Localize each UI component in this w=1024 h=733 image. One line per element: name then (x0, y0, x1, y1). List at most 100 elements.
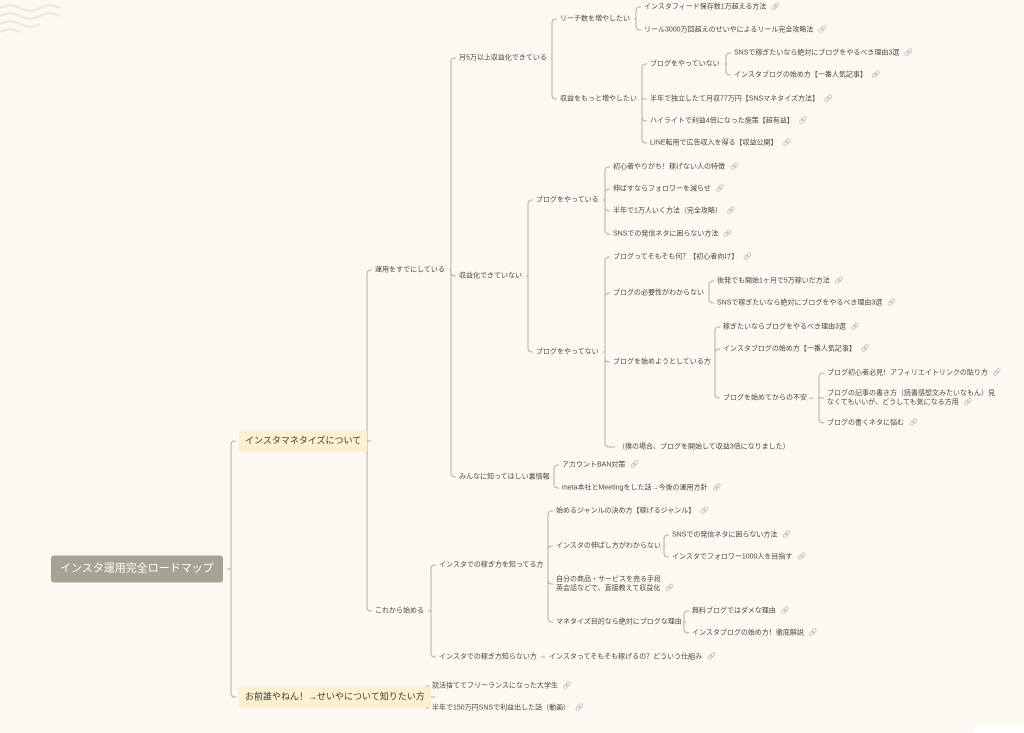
link-icon[interactable]: 🔗 (823, 95, 833, 103)
node-label: 収益化できていない (459, 272, 522, 280)
mindmap-node[interactable]: 始めるジャンルの決め方【稼げるジャンル】🔗 (556, 507, 709, 516)
mindmap-node[interactable]: 無料ブログではダメな理由🔗 (692, 607, 790, 616)
mindmap-node[interactable]: ブログの書くネタに悩む🔗 (827, 419, 918, 428)
mindmap-node[interactable]: 月5万以上収益化できている (459, 54, 547, 63)
link-icon[interactable]: 🔗 (782, 139, 792, 147)
connector-line (551, 18, 557, 58)
mindmap-node[interactable]: LINE転用で広告収入を得る【収益公開】🔗 (650, 139, 791, 148)
link-icon[interactable]: 🔗 (771, 3, 781, 11)
mindmap-node[interactable]: マネタイズ目的なら絶対にブログな理由 (556, 618, 682, 627)
link-icon[interactable]: 🔗 (743, 253, 753, 261)
link-icon[interactable]: 🔗 (834, 277, 844, 285)
mindmap-node[interactable]: インスタの伸ばし方がわからない (556, 542, 661, 551)
mindmap-node[interactable]: SNSでの発信ネタに困らない方法🔗 (613, 230, 732, 239)
link-icon[interactable]: 🔗 (700, 507, 710, 515)
mindmap-node[interactable]: ブログを始めようとしている方 (613, 358, 711, 367)
link-icon[interactable]: 🔗 (630, 461, 640, 469)
mindmap-node[interactable]: ブログ初心者必見！アフィリエイトリンクの貼り方🔗 (827, 369, 1002, 378)
mindmap-node[interactable]: リール3000万回超えのせいやによるリール完全攻略法🔗 (644, 26, 827, 35)
mindmap-node[interactable]: 収益化できていない (459, 272, 522, 281)
connector-line (551, 58, 557, 100)
link-icon[interactable]: 🔗 (798, 117, 808, 125)
mindmap-node[interactable]: インスタブログの始め方【一番人気記事】🔗 (734, 71, 881, 80)
mindmap-node[interactable]: 自分の商品・サービスを売る手段 英会話などで、直接教えて収益化🔗 (556, 575, 674, 593)
connector-line (683, 622, 689, 634)
connector-line (547, 510, 553, 565)
mindmap-node[interactable]: 収益をもっと増やしたい (560, 95, 637, 104)
connector-line (641, 99, 647, 144)
mindmap-node[interactable]: 初心者やりがち！稼げない人の特徴🔗 (613, 163, 739, 172)
mindmap-node[interactable]: みんなに知ってほしい裏情報 (459, 473, 550, 482)
root-node[interactable]: インスタ運用完全ロードマップ (51, 555, 223, 583)
link-icon[interactable]: 🔗 (782, 531, 792, 539)
mindmap-node[interactable]: 稼ぎたいならブログをやるべき理由3選🔗 (723, 323, 860, 332)
mindmap-node[interactable]: 後発でも開始1ヶ月で5万稼いだ方法 🔗 (717, 277, 844, 286)
mindmap-node[interactable]: インスタブログの始め方【一番人気記事】🔗 (723, 345, 870, 354)
mindmap-node[interactable]: インスタでフォロワー1000人を目指す🔗 (672, 553, 806, 562)
connector-line (547, 565, 553, 623)
link-icon[interactable]: 🔗 (850, 323, 860, 331)
mindmap-node[interactable]: （僕の場合、ブログを開始して収益3倍になりました） (618, 443, 790, 452)
mindmap-node[interactable]: ブログを始めてからの不安→ (723, 394, 814, 403)
link-icon[interactable]: 🔗 (723, 230, 733, 238)
node-label: インスタってそもそも稼げるの？どういう仕組み (549, 653, 703, 661)
link-icon[interactable]: 🔗 (715, 185, 725, 193)
link-icon[interactable]: 🔗 (797, 553, 807, 561)
link-icon[interactable]: 🔗 (887, 299, 897, 307)
mindmap-node[interactable]: これから始める (375, 607, 424, 616)
connector-line (635, 6, 641, 19)
mindmap-node[interactable]: SNSでの発信ネタに困らない方法🔗 (672, 531, 791, 540)
mindmap-node[interactable]: SNSで稼ぎたいなら絶対にブログをやるべき理由3選🔗 (717, 299, 896, 308)
link-icon[interactable]: 🔗 (904, 49, 914, 57)
link-icon[interactable]: 🔗 (575, 704, 584, 712)
link-icon[interactable]: 🔗 (712, 484, 722, 492)
mindmap-node[interactable]: アカウントBAN対策🔗 (562, 461, 639, 470)
link-icon[interactable]: 🔗 (562, 682, 572, 690)
mindmap-node[interactable]: インスタってそもそも稼げるの？どういう仕組み 🔗 (549, 653, 716, 662)
mindmap-node[interactable]: ハイライトで利益4倍になった施策【超有益】🔗 (650, 117, 807, 126)
link-icon[interactable]: 🔗 (871, 71, 881, 79)
link-icon[interactable]: 🔗 (818, 26, 828, 34)
mindmap-node[interactable]: ブログをやってない (536, 348, 599, 357)
connector-line (714, 362, 720, 399)
mindmap-node[interactable]: インスタでの稼ぎ方を知ってる方 (439, 561, 544, 570)
connector-line (714, 326, 720, 362)
mindmap-node[interactable]: インスタブログの始め方！徹底解説🔗 (692, 629, 818, 638)
mindmap-node[interactable]: ブログの必要性がわからない (613, 289, 704, 298)
link-icon[interactable]: 🔗 (963, 399, 973, 406)
link-icon[interactable]: 🔗 (909, 419, 918, 427)
link-icon[interactable]: 🔗 (665, 585, 674, 592)
mindmap-node[interactable]: リーチ数を増やしたい (560, 15, 630, 24)
mindmap-node[interactable]: インスタフィード保存数1万超える方法🔗 (644, 3, 780, 12)
topic-node[interactable]: インスタマネタイズについて (239, 430, 368, 452)
link-icon[interactable]: 🔗 (707, 653, 716, 661)
node-label: 後発でも開始1ヶ月で5万稼いだ方法 (717, 277, 830, 285)
link-icon[interactable]: 🔗 (808, 629, 818, 637)
mindmap-node[interactable]: ブログの記事の書き方（読書感想文みたいなもん）見なくてもいいが、どうしても気にな… (827, 389, 995, 407)
mindmap-node[interactable]: ブログをやっている (536, 196, 599, 205)
mindmap-node[interactable]: meta本社とMeetingをした話→今後の運用方針🔗 (562, 484, 721, 493)
link-icon[interactable]: 🔗 (860, 345, 870, 353)
mindmap-node[interactable]: SNSで稼ぎたいなら絶対にブログをやるべき理由3選🔗 (734, 49, 913, 58)
mindmap-node[interactable]: インスタでの稼ぎ方知らない方 (439, 653, 537, 662)
link-icon[interactable]: 🔗 (992, 369, 1002, 377)
node-label: ブログをやっていない (650, 60, 720, 68)
connector-line (725, 64, 731, 76)
topic-node[interactable]: お前誰やねん！→せいやについて知りたい方 (239, 686, 431, 708)
mindmap-node[interactable]: 半年で1万人いく方法（完全攻略）🔗 (613, 207, 736, 216)
link-icon[interactable]: 🔗 (730, 163, 739, 171)
connector-line (635, 19, 641, 31)
mindmap-node[interactable]: ブログをやっていない (650, 60, 720, 69)
link-icon[interactable]: 🔗 (726, 207, 736, 215)
mindmap-node[interactable]: 半年で150万円SNSで利益出した話（動画）🔗 (432, 704, 584, 713)
mindmap-node[interactable]: ブログってそもそも何？【初心者向け】🔗 (613, 253, 752, 262)
connector-line (527, 199, 533, 276)
connector-line (725, 52, 731, 64)
link-icon[interactable]: 🔗 (780, 607, 790, 615)
mindmap-node[interactable]: 就活捨ててフリーランスになった大学生🔗 (432, 682, 572, 691)
mindmap-node[interactable]: 半年で独立したて月収77万円【SNSマネタイズ方法】🔗 (650, 95, 833, 104)
mindmap-node[interactable]: 運用をすでにしている (375, 266, 445, 275)
mindmap-node[interactable]: 伸ばすならフォロワーを減らせ🔗 (613, 185, 725, 194)
connector-line (604, 292, 610, 352)
connector-line (527, 276, 533, 353)
